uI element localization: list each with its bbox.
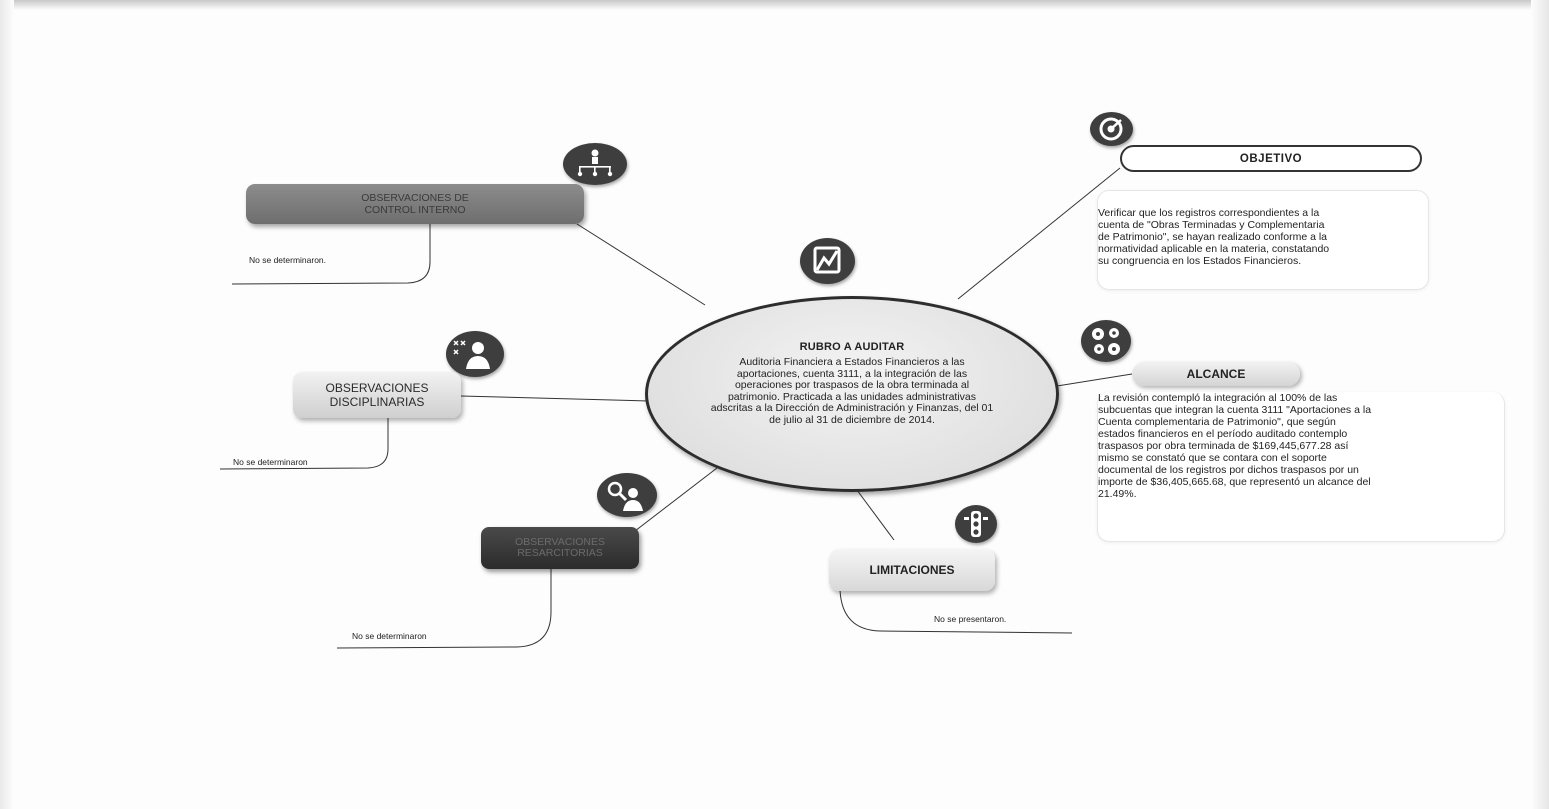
objetivo-text-line: de Patrimonio", se hayan realizado confo… <box>1098 231 1328 243</box>
resarcitorias-line1: OBSERVACIONES <box>514 536 606 548</box>
center-text-line: aportaciones, cuenta 3111, a la integrac… <box>736 367 968 380</box>
center-text-line: adscritas a la Dirección de Administraci… <box>710 402 994 414</box>
strategy-person-icon <box>446 331 504 377</box>
observaciones-control-interno-box: OBSERVACIONES DE CONTROL INTERNO <box>246 184 584 224</box>
connector-control-interno <box>576 223 706 306</box>
center-text-line: de julio al 31 de diciembre de 2014. <box>769 413 935 426</box>
connector-note-resarcitorias <box>336 568 552 649</box>
magnifier-person-icon <box>597 473 657 517</box>
objetivo-text-line: Verificar que los registros correspondie… <box>1098 207 1320 219</box>
disciplinarias-line2: DISCIPLINARIAS <box>329 395 425 409</box>
alcance-text-line: estados financieros en el período audita… <box>1098 428 1348 440</box>
chart-icon <box>800 238 855 284</box>
observaciones-resarcitorias-box: OBSERVACIONES RESARCITORIAS <box>481 527 639 569</box>
limitaciones-box: LIMITACIONES <box>829 549 995 591</box>
objetivo-text-panel: Verificar que los registros correspondie… <box>1097 190 1429 290</box>
connector-resarcitorias <box>634 467 718 532</box>
connector-alcance <box>1056 373 1133 387</box>
resarcitorias-line2: RESARCITORIAS <box>517 547 603 559</box>
control-interno-note: No se determinaron. <box>249 255 327 265</box>
alcance-text-line: La revisión contempló la integración al … <box>1098 392 1338 404</box>
connector-disciplinarias <box>460 395 649 402</box>
center-text: Auditoria Financiera a Estados Financier… <box>668 356 1036 426</box>
center-node-rubro: RUBRO A AUDITAR Auditoria Financiera a E… <box>645 296 1059 492</box>
center-text-line: operaciones por traspasos de la obra ter… <box>734 379 970 391</box>
alcance-box: ALCANCE <box>1132 362 1300 386</box>
alcance-text-line: Cuenta complementaria de Patrimonio", qu… <box>1098 416 1336 428</box>
connector-objetivo <box>957 167 1121 300</box>
objetivo-text-line: normatividad aplicable en la materia, co… <box>1098 243 1330 255</box>
alcance-text-line: mismo se constató que se contara con el … <box>1098 452 1327 464</box>
connector-note-control <box>231 224 431 285</box>
objetivo-text-line: su congruencia en los Estados Financiero… <box>1098 255 1302 267</box>
scan-edge-right <box>1531 0 1549 809</box>
control-interno-line1: OBSERVACIONES DE <box>361 192 469 204</box>
center-text-line: patrimonio. Practicada a las unidades ad… <box>727 390 977 403</box>
alcance-text-line: subcuentas que integran la cuenta 3111 "… <box>1098 404 1372 416</box>
org-chart-icon <box>563 143 627 185</box>
center-text-line: Auditoria Financiera a Estados Financier… <box>739 356 965 368</box>
resarcitorias-note: No se determinaron <box>352 631 427 641</box>
objetivo-box: OBJETIVO <box>1120 145 1422 172</box>
connector-note-disciplinarias <box>219 418 389 470</box>
center-title: RUBRO A AUDITAR <box>799 341 905 353</box>
target-icon <box>1090 112 1133 146</box>
connector-note-limitaciones <box>839 589 1073 634</box>
control-interno-line2: CONTROL INTERNO <box>364 204 466 216</box>
alcance-text-panel: La revisión contempló la integración al … <box>1097 392 1505 542</box>
disciplinarias-line1: OBSERVACIONES <box>325 381 429 395</box>
disciplinarias-note: No se determinaron <box>233 457 308 467</box>
alcance-text-line: 21.49%. <box>1098 488 1137 500</box>
traffic-light-icon <box>955 505 997 543</box>
alcance-text-line: traspasos por obra terminada de $169,445… <box>1098 440 1349 452</box>
gears-icon <box>1081 320 1131 362</box>
observaciones-disciplinarias-box: OBSERVACIONES DISCIPLINARIAS <box>293 372 461 418</box>
scan-edge-left <box>0 0 14 809</box>
alcance-text-line: importe de $36,405,665.68, que represent… <box>1098 476 1371 488</box>
limitaciones-note: No se presentaron. <box>934 614 1007 624</box>
objetivo-text-line: cuenta de "Obras Terminadas y Complement… <box>1098 219 1325 231</box>
alcance-text-line: documental de los registros por dichos t… <box>1098 464 1359 476</box>
scan-edge-top <box>0 0 1549 10</box>
